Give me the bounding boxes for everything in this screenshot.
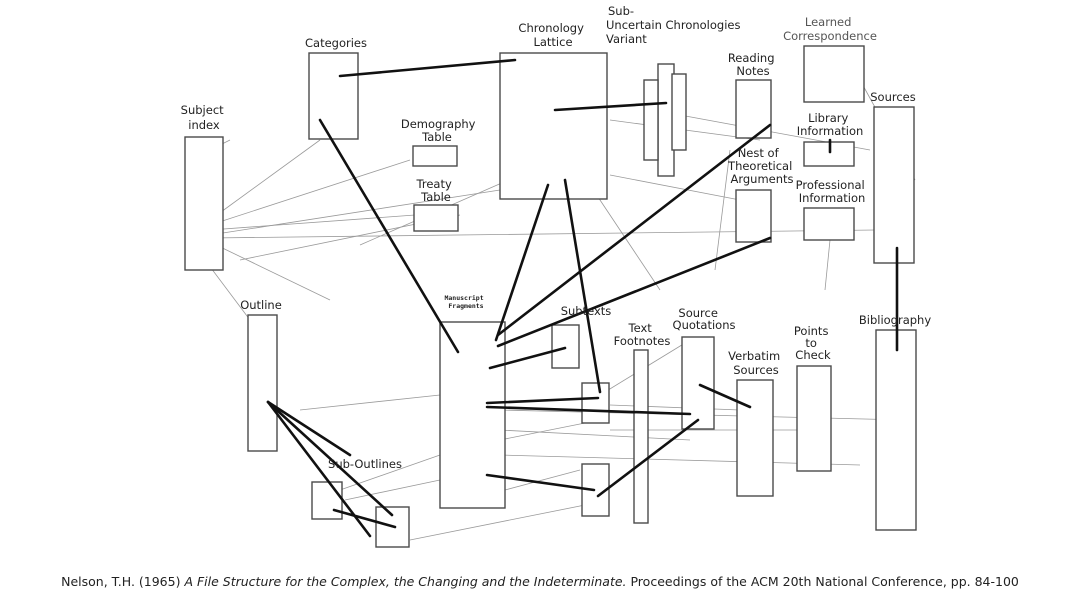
label-learned-correspondence: Learned Correspondence <box>783 15 877 43</box>
learned-correspondence-box <box>803 45 865 103</box>
subtexts-box-1 <box>551 324 580 369</box>
sources-box <box>873 106 915 264</box>
label-subtexts: Subtexts <box>561 304 612 318</box>
label-chronology-lattice: Chronology Lattice <box>518 21 587 49</box>
outline-box <box>247 314 278 452</box>
sub-chronology-box-2 <box>643 79 659 161</box>
citation-title: A File Structure for the Complex, the Ch… <box>184 574 627 589</box>
diagram-labels: Subject index Categories Chronology Latt… <box>181 4 932 471</box>
treaty-table-box <box>413 204 459 232</box>
label-demography-table: Demography Table <box>401 117 479 144</box>
label-points-to-check: Points to Check <box>794 324 832 362</box>
label-reading-notes: Reading Notes <box>728 51 778 78</box>
label-sub-uncertain: Sub- Uncertain Chronologies Variant <box>606 4 744 46</box>
categories-box <box>308 52 359 140</box>
source-quotations-box <box>681 336 715 430</box>
demography-table-box <box>412 145 458 167</box>
bibliography-box <box>875 329 917 531</box>
label-nest-of-arguments: Nest of Theoretical Arguments <box>727 146 796 186</box>
citation-caption: Nelson, T.H. (1965) A File Structure for… <box>0 574 1080 589</box>
file-structure-diagram: Subject index Categories Chronology Latt… <box>181 4 932 548</box>
sub-chronology-box-3 <box>671 73 687 151</box>
label-library-information: Library Information <box>797 111 864 138</box>
chronology-lattice-box <box>499 52 608 200</box>
subtexts-box-2 <box>581 382 610 424</box>
label-text-footnotes: Text Footnotes <box>614 321 671 348</box>
file-boxes <box>184 45 917 548</box>
professional-information-box <box>803 207 855 241</box>
label-professional-information: Professional Information <box>796 178 869 205</box>
verbatim-sources-box <box>736 379 774 497</box>
label-subject-index: Subject index <box>181 103 228 132</box>
label-sources: Sources <box>870 90 916 104</box>
label-categories: Categories <box>305 36 367 50</box>
manuscript-fragments-box <box>439 321 506 509</box>
label-source-quotations: Source Quotations <box>673 306 736 332</box>
label-treaty-table: Treaty Table <box>416 177 456 204</box>
label-manuscript-fragments: Manuscript Fragments <box>444 294 487 310</box>
citation-suffix: Proceedings of the ACM 20th National Con… <box>626 574 1019 589</box>
thick-connections <box>266 58 899 538</box>
text-footnotes-box <box>633 349 649 524</box>
nest-of-arguments-box <box>735 189 772 243</box>
sub-outline-box-1 <box>311 481 343 520</box>
label-bibliography: Bibliography <box>859 313 931 327</box>
label-verbatim-sources: Verbatim Sources <box>728 349 784 377</box>
label-sub-outlines: Sub-Outlines <box>328 457 402 471</box>
points-to-check-box <box>796 365 832 472</box>
subject-index-box <box>184 136 224 271</box>
label-outline: Outline <box>240 298 282 312</box>
citation-prefix: Nelson, T.H. (1965) <box>61 574 185 589</box>
